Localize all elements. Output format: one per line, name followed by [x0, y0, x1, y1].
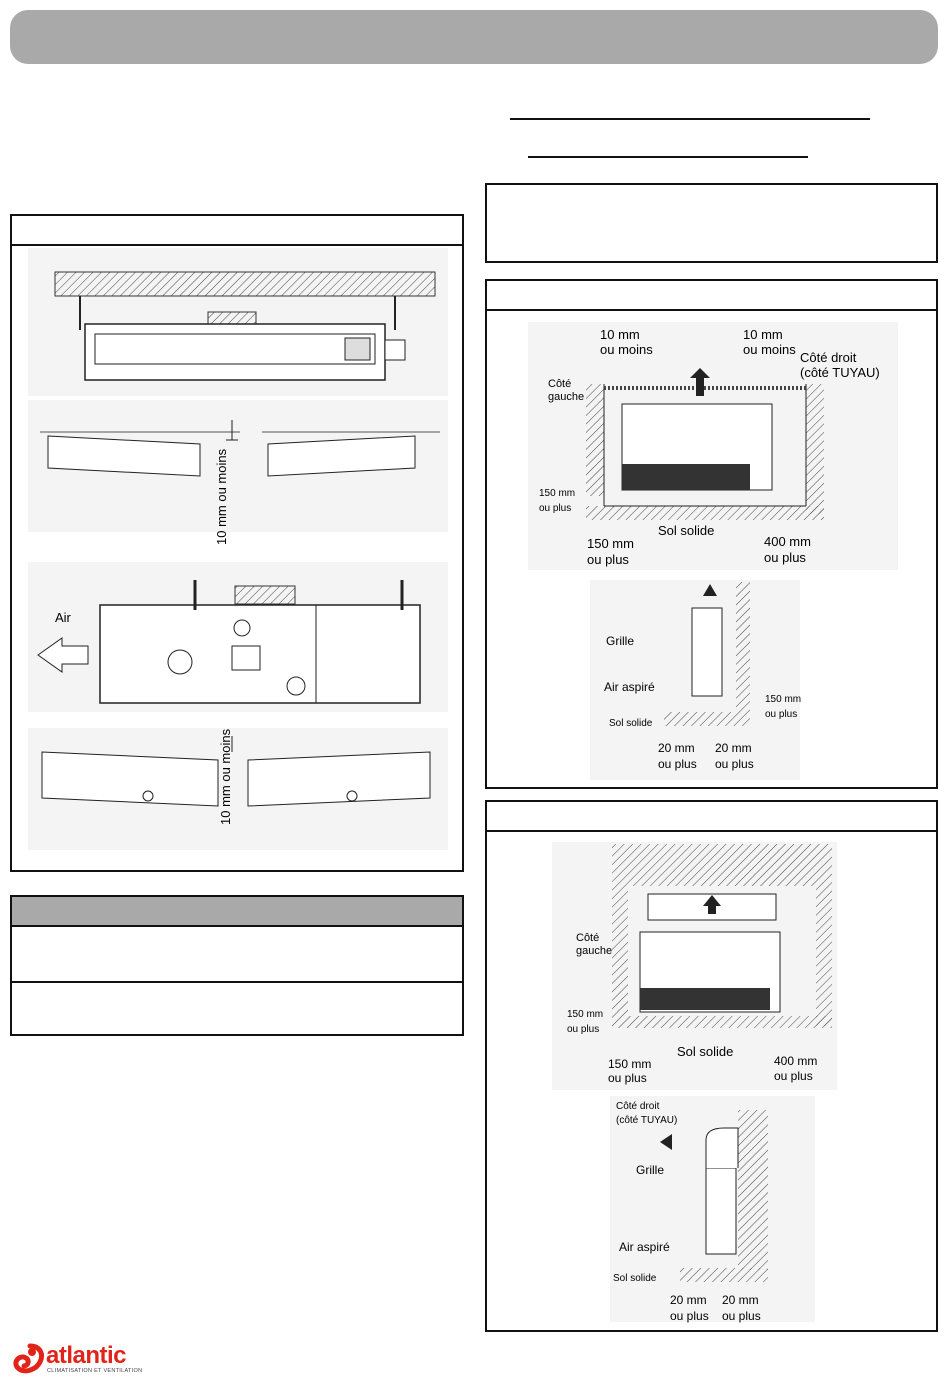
table-divider	[12, 981, 462, 983]
brand-tagline: CLIMATISATION ET VENTILATION	[47, 1368, 143, 1374]
rb-cote-droit-2: (côté TUYAU)	[616, 1115, 677, 1126]
rb-150-side-2: ou plus	[567, 1024, 599, 1035]
rt-10mm-b-1: 10 mm	[743, 327, 783, 342]
rb-air-aspire: Air aspiré	[619, 1240, 670, 1254]
rb-sol: Sol solide	[677, 1044, 733, 1059]
rt-150-side-2: ou plus	[539, 503, 571, 514]
rt-150-bot-2: ou plus	[587, 552, 629, 567]
brand-name: atlantic	[46, 1342, 127, 1369]
label-10mm-ou-moins-1: 10 mm ou moins	[214, 448, 229, 545]
rb-20b-1: 20 mm	[722, 1293, 759, 1307]
rb-cote-droit-1: Côté droit	[616, 1101, 660, 1112]
rb-400-1: 400 mm	[774, 1054, 817, 1068]
rt-20a-1: 20 mm	[658, 741, 695, 755]
table-header-row	[12, 897, 462, 927]
figure-box-right-bottom	[485, 800, 938, 1332]
rb-20a-1: 20 mm	[670, 1293, 707, 1307]
rt-20b-2: ou plus	[715, 757, 754, 771]
note-box	[485, 183, 938, 263]
rt-400-2: ou plus	[764, 550, 806, 565]
header-bar	[10, 10, 938, 64]
rt-cote-gauche-2: gauche	[548, 391, 584, 403]
rb-cote-gauche-1: Côté	[576, 932, 599, 944]
rt-air-aspire: Air aspiré	[604, 680, 655, 694]
rt-grille: Grille	[606, 634, 634, 648]
rt-20a-2: ou plus	[658, 757, 697, 771]
title-underline-1	[510, 118, 870, 120]
rt-cote-gauche-1: Côté	[548, 378, 571, 390]
label-air: Air	[55, 610, 72, 625]
rt-150-r-1: 150 mm	[765, 694, 801, 705]
rt-150-r-2: ou plus	[765, 709, 797, 720]
rb-20b-2: ou plus	[722, 1309, 761, 1323]
figure-box-right-top	[485, 279, 938, 789]
table-box	[10, 895, 464, 1036]
figure-box-right-top-header	[487, 281, 936, 311]
figure-box-left-header	[12, 216, 462, 246]
rt-10mm-a-2: ou moins	[600, 342, 653, 357]
title-underline-2	[528, 156, 808, 158]
rt-20b-1: 20 mm	[715, 741, 752, 755]
label-10mm-ou-moins-2: 10 mm ou moins	[218, 728, 233, 825]
rt-sol: Sol solide	[658, 523, 714, 538]
rt-cote-droit-1: Côté droit	[800, 350, 857, 365]
rb-400-2: ou plus	[774, 1069, 813, 1083]
rb-150-side-1: 150 mm	[567, 1009, 603, 1020]
rt-10mm-b-2: ou moins	[743, 342, 796, 357]
rb-grille: Grille	[636, 1163, 664, 1177]
rb-150-bot-2: ou plus	[608, 1071, 647, 1085]
rt-150-bot-1: 150 mm	[587, 536, 634, 551]
rb-cote-gauche-2: gauche	[576, 945, 612, 957]
rt-400-1: 400 mm	[764, 534, 811, 549]
logo-mark-icon	[13, 1343, 45, 1374]
rb-sol-2: Sol solide	[613, 1273, 657, 1284]
rt-sol-2: Sol solide	[609, 718, 653, 729]
figure-box-left	[10, 214, 464, 872]
rt-cote-droit-2: (côté TUYAU)	[800, 365, 880, 380]
rb-150-bot-1: 150 mm	[608, 1057, 651, 1071]
rb-20a-2: ou plus	[670, 1309, 709, 1323]
atlantic-logo: atlantic CLIMATISATION ET VENTILATION	[10, 1340, 150, 1380]
rt-150-side-1: 150 mm	[539, 488, 575, 499]
figure-box-right-bottom-header	[487, 802, 936, 832]
rt-10mm-a-1: 10 mm	[600, 327, 640, 342]
